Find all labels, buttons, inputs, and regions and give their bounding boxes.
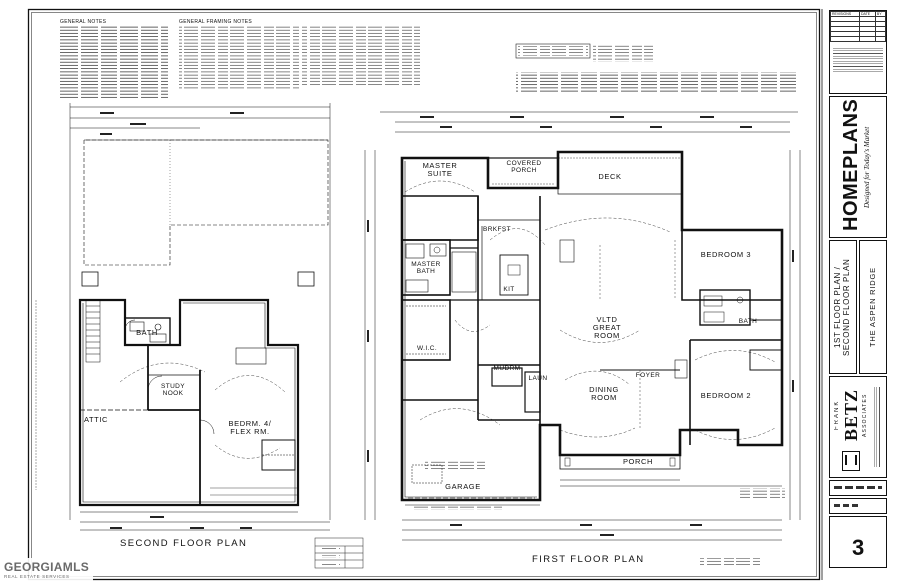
first-floor-plan-title: FIRST FLOOR PLAN	[532, 554, 645, 565]
sheet-title-box: 1ST FLOOR PLAN / SECOND FLOOR PLAN	[829, 240, 857, 374]
room-foyer: FOYER	[635, 372, 661, 379]
room-mudroom: MUDRM	[493, 365, 521, 372]
sheet-title: 1ST FLOOR PLAN / SECOND FLOOR PLAN	[833, 258, 851, 356]
room-master-bath: MASTER BATH	[411, 261, 441, 275]
room-master-suite: MASTER SUITE	[422, 161, 458, 178]
room-deck: DECK	[598, 172, 622, 181]
room-laundry: LAUN	[528, 375, 548, 382]
room-attic: ATTIC	[83, 415, 109, 424]
homeplans-brand: HOMEPLANS	[840, 98, 862, 231]
room-bath-upper: BATH	[136, 328, 158, 337]
date-box	[829, 498, 887, 514]
room-porch: PORCH	[622, 457, 654, 466]
firm-last-name: BETZ	[841, 388, 861, 442]
project-name: THE ASPEN RIDGE	[868, 267, 877, 347]
room-wic: W.I.C.	[416, 345, 438, 352]
watermark-logo: GEORGIAMLS	[4, 560, 90, 574]
sheet-number: 3	[852, 535, 865, 560]
revisions-box: REVISIONS DATE BY	[829, 10, 887, 94]
second-floor-plan-title: SECOND FLOOR PLAN	[120, 538, 248, 549]
room-garage: GARAGE	[445, 482, 481, 491]
copyright-notes	[833, 46, 883, 74]
project-name-box: THE ASPEN RIDGE	[859, 240, 887, 374]
sheet-number-box: 3	[829, 516, 887, 568]
room-bedroom-3: BEDROOM 3	[700, 250, 752, 259]
room-bath-main: BATH	[738, 318, 758, 325]
room-dining-room: DINING ROOM	[589, 385, 619, 402]
general-notes-heading: GENERAL NOTES	[60, 19, 107, 25]
room-kitchen: KIT	[503, 286, 515, 293]
homeplans-brand-box: HOMEPLANS Designed for Today's Market	[829, 96, 887, 238]
homeplans-tagline: Designed for Today's Market	[863, 126, 871, 208]
room-covered-porch: COVERED PORCH	[506, 160, 542, 174]
room-study-nook: STUDY NOOK	[160, 383, 186, 397]
room-bedroom-2: BEDROOM 2	[700, 391, 752, 400]
room-brkfst: BRKFST	[482, 226, 512, 233]
framing-notes-heading: GENERAL FRAMING NOTES	[179, 19, 253, 25]
firm-logo-mark	[842, 451, 860, 471]
room-vltd-great-room: VLTD GREAT ROOM	[592, 315, 622, 340]
revisions-table: REVISIONS DATE BY	[829, 11, 887, 42]
georgiamls-watermark: GEORGIAMLS REAL ESTATE SERVICES	[0, 558, 94, 581]
firm-associates: ASSOCIATES	[862, 393, 868, 437]
firm-first-name: FRANK	[834, 399, 840, 431]
firm-box: FRANK BETZ ASSOCIATES	[829, 376, 887, 478]
room-bedroom-4: BEDRM. 4/ FLEX RM.	[228, 419, 272, 436]
job-number-box	[829, 480, 887, 496]
firm-address	[872, 387, 882, 467]
watermark-tagline: REAL ESTATE SERVICES	[4, 574, 70, 579]
